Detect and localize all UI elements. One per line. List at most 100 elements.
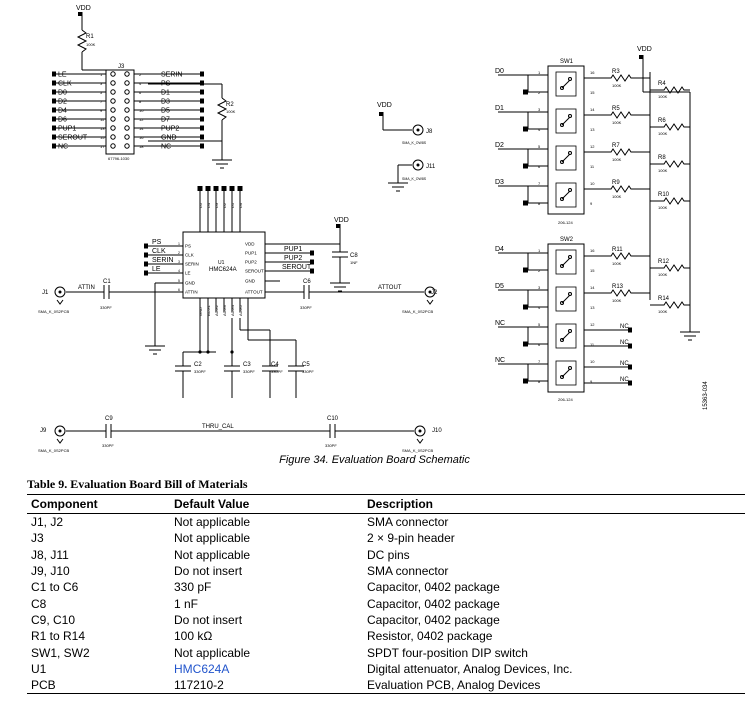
header-default-value: Default Value [170,494,363,514]
c10-ref: C10 [327,416,339,422]
net-clk: CLK [152,248,166,255]
switch-pin-num: 4 [538,305,541,310]
switch-lever [561,257,571,267]
header-pin-dot [110,98,116,104]
cell-component: SW1, SW2 [31,645,90,660]
chip-net-terminal [144,252,148,258]
switch-lever [561,116,571,126]
switch-terminal [523,89,528,95]
header-terminal-right [200,80,204,86]
chip-left-pin-num: 6 [178,288,180,292]
switch-terminal [523,341,528,347]
cell-default-value: Not applicable [174,645,251,660]
header-terminal-right [200,143,204,149]
header-pin-num-left: 15 [100,135,105,140]
header-pin-dot [110,134,116,140]
switch-pin-num: 9 [590,201,593,206]
vdd-top-label: VDD [76,5,91,12]
header-net-left: D2 [58,99,67,106]
chip-left-pin-label: SERIN [185,262,199,267]
header-pin-dot [110,107,116,113]
cell-description: SPDT four-position DIP switch [367,645,528,660]
switch-input-label: D3 [495,179,504,186]
r1-value: 100K [86,42,96,47]
header-pin-num-right: 18 [139,144,144,149]
switch-pin-num: 15 [590,268,595,273]
cell-default-value: Not applicable [174,547,251,562]
switch-pin-num: 3 [538,107,541,112]
j11-center [416,163,420,167]
switch-pin-num: 12 [590,144,595,149]
c1-ref: C1 [103,279,111,285]
header-pin-dot [124,98,130,104]
j9-outer [54,425,66,437]
switch-input-label: D4 [495,246,504,253]
junction-dot [206,350,210,354]
switch-resistor-ref: R3 [612,69,620,75]
chip-net-terminal [310,250,314,256]
net-pup1: PUP1 [284,246,302,253]
hmc624a-link[interactable]: HMC624A [174,661,230,676]
switch-contact [560,160,564,164]
switch-pin-num: 7 [538,359,541,364]
cell-description: Evaluation PCB, Analog Devices [363,676,745,695]
header-pin-num-right: 16 [139,135,144,140]
r1-ref: R1 [86,34,94,40]
j8-part: SMA_K_OW8S [402,141,427,145]
header-terminal-right [200,89,204,95]
switch-pin-num: 6 [538,164,541,169]
header-net-right: NC [161,144,171,151]
c2-value: 330PF [194,369,206,374]
switch-pin-num: 14 [590,107,595,112]
switch-contact [560,264,564,268]
switch-element [555,108,577,134]
chip-ref: U1 [218,260,225,266]
j8-ring [412,124,424,136]
chip-bottom-pin-label: ACG1 [206,304,211,316]
chip-bottom-pin-label: ACG2 [214,304,219,316]
sw2-part: 206-124 [558,397,573,402]
chip-bottom-pin-label: GND [198,307,203,316]
cell-description: Capacitor, 0402 package [367,580,500,595]
header-pin-dot [110,125,116,131]
switch-element [555,145,577,171]
switch-pin-num: 2 [538,268,541,273]
c8-value: 1NF [350,260,358,265]
header-terminal-right [200,134,204,140]
c4-ref: C4 [271,362,279,368]
switch-pin-num: 7 [538,181,541,186]
j1-ground [56,299,64,305]
chip-top-terminal [221,186,227,191]
net-serin: SERIN [152,257,173,264]
switch-element [555,182,577,208]
header-terminal-right [200,98,204,104]
j10-outer [414,425,426,437]
c4-value: 330PF [271,369,283,374]
chip-top-terminal [237,186,243,191]
chip-top-terminal [229,186,235,191]
vdd-terminal [379,112,383,116]
header-terminal-right [200,71,204,77]
chip-top-pin-label: D1 [230,202,235,208]
c5-value: 330PF [302,369,314,374]
cell-default-value: 117210-2 [170,676,363,695]
header-net-right: SERIN [161,72,182,79]
cell-default-value: Do not insert [174,612,243,627]
j10-ground [416,438,424,444]
header-net-right: GND [161,135,177,142]
switch-resistor-value: 100K [612,120,622,125]
j1-center [58,290,62,294]
cell-component: J8, J11 [31,547,69,562]
switch-resistor-value: 100K [612,298,622,303]
switch-terminal [523,200,528,206]
header-pin-num-left: 3 [100,81,103,86]
header-terminal-left [52,71,56,77]
header-pin-num-left: 7 [100,99,103,104]
header-pin-num-right: 2 [139,72,142,77]
chip-top-terminal [213,186,219,191]
cell-component: U1 [31,661,47,676]
j2-ground [426,299,434,305]
